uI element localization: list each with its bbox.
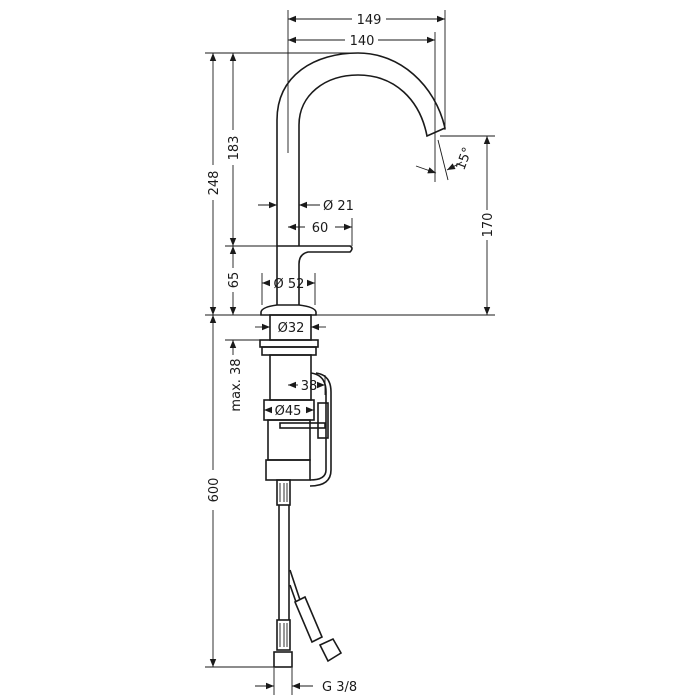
dim-183: 183 (227, 136, 242, 161)
dim-dia-32: Ø32 (278, 321, 305, 336)
dimension-labels: 149 140 248 183 65 170 15° Ø 21 60 Ø 52 … (207, 13, 496, 695)
dim-248: 248 (207, 171, 222, 196)
dim-max-38: max. 38 (229, 358, 244, 411)
dim-149: 149 (357, 13, 382, 28)
dim-140: 140 (350, 34, 375, 49)
base-flange (260, 304, 317, 316)
dim-170: 170 (481, 213, 496, 238)
dim-dia-52: Ø 52 (274, 277, 305, 292)
supply-hoses (273, 479, 343, 668)
dim-600: 600 (207, 478, 222, 503)
dim-dia-21: Ø 21 (323, 199, 354, 214)
extension-lines (205, 10, 495, 695)
mounting-assembly (259, 314, 332, 487)
dim-15deg: 15° (454, 145, 476, 172)
side-pipe (309, 372, 327, 481)
lever-handle (277, 245, 353, 305)
dimension-lines (209, 15, 491, 690)
dim-dia-45: Ø45 (275, 404, 302, 419)
faucet-body (260, 52, 446, 316)
dim-65: 65 (227, 272, 242, 289)
dim-g-3-8: G 3/8 (322, 680, 357, 695)
dim-38: 38 (301, 379, 318, 394)
dim-60: 60 (312, 221, 329, 236)
